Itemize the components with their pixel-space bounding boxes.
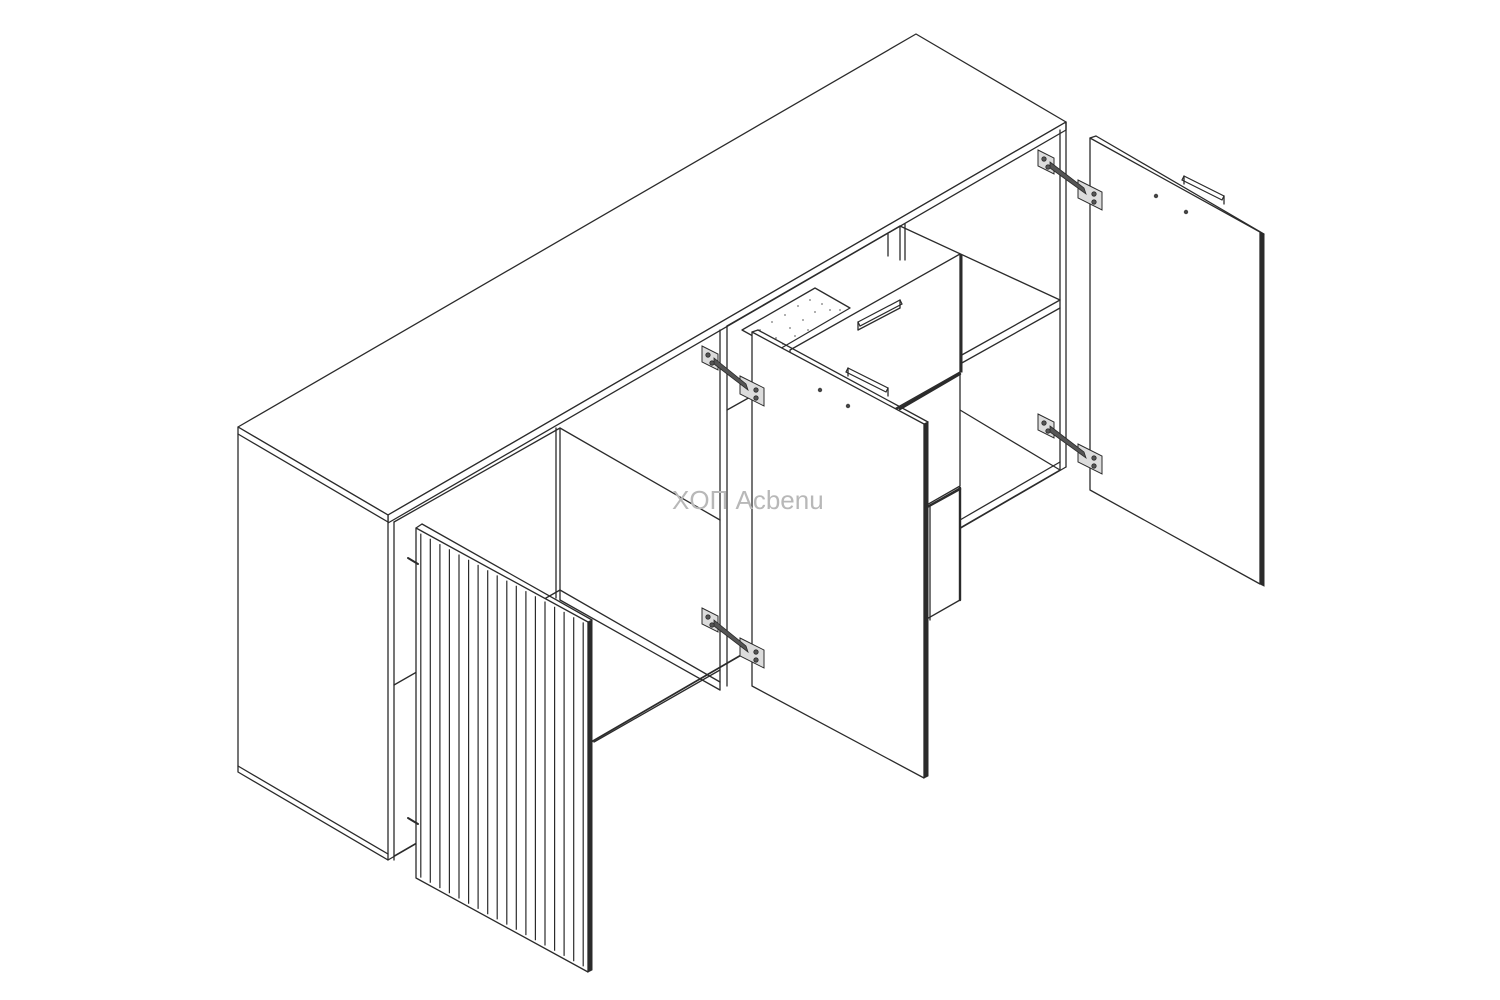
- right-door-handle: [1181, 175, 1225, 205]
- drawer-front-top-edge: [959, 252, 963, 373]
- center-door: [751, 329, 929, 779]
- drawer-speckle: [759, 299, 841, 345]
- fluted-door: [415, 523, 593, 973]
- fluted-slats: [420, 533, 584, 967]
- shelf-pins: [407, 557, 419, 825]
- hinge: [701, 345, 765, 407]
- right-door: [1089, 135, 1265, 587]
- hinge: [1037, 149, 1103, 211]
- hinge: [701, 607, 765, 669]
- hinge-set: [701, 149, 1103, 669]
- drawer-handle-center-door: [845, 367, 889, 397]
- drawer-handle-top: [857, 299, 903, 331]
- watermark-text: XOП Асbenu: [672, 485, 824, 515]
- hinge: [1037, 413, 1103, 475]
